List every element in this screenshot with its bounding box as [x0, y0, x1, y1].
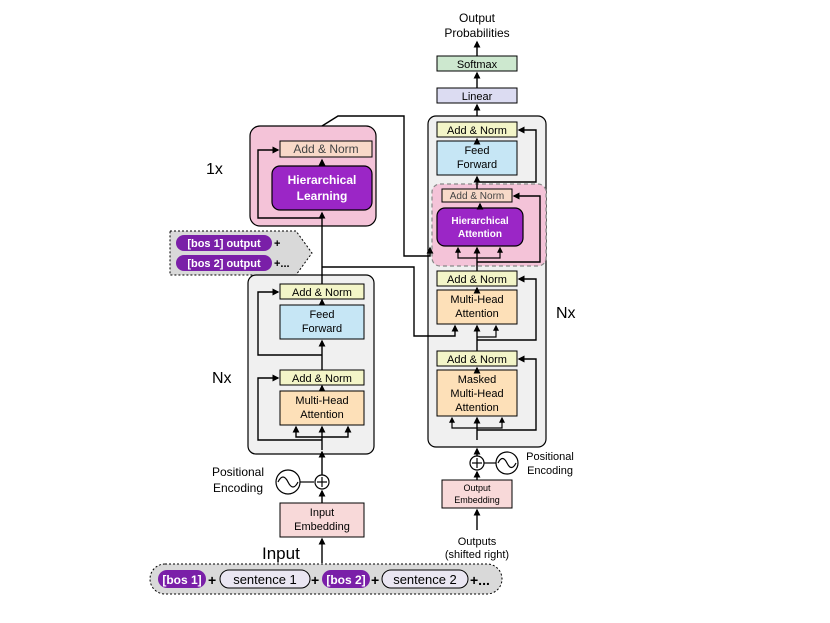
input-token-sentence2 [381, 569, 469, 589]
decoder-masked-attention [436, 369, 518, 417]
encoder-ff-label-1: Feed [309, 309, 334, 321]
decoder-masked-label-2: Multi-Head [450, 388, 503, 400]
input-embedding-label-1: Input [310, 507, 334, 519]
encoder-add-norm-bottom-label: Add & Norm [292, 373, 352, 385]
decoder-add-norm-1 [436, 121, 518, 138]
decoder-ff-label-1: Feed [464, 145, 489, 157]
encoder-mha-label-2: Attention [300, 409, 343, 421]
input-token-bos1-label: [bos 1] [162, 573, 201, 587]
input-embedding: Input Embedding [279, 502, 365, 563]
decoder-multi-head-attention [436, 289, 518, 325]
decoder-ff-label-2: Forward [457, 159, 497, 171]
output-embedding: Output Embedding Outputs (shifted right) [441, 479, 513, 561]
decoder-add-norm-1-label: Add & Norm [447, 125, 507, 137]
input-sequence: Input [bos 1] + sentence 1 + [bos 2] + s… [149, 544, 503, 595]
encoder-hierarchical-block: 1x Add & Norm Hierarchical Learning [206, 125, 377, 227]
output-embedding-label-2: Embedding [454, 495, 500, 505]
bos1-plus: + [274, 238, 280, 250]
output-probabilities-label-2: Probabilities [444, 26, 509, 40]
encoder-multi-head-attention [279, 390, 365, 426]
linear-label: Linear [462, 91, 493, 103]
encoder-hier-multiplier: 1x [206, 161, 223, 178]
hierarchical-attention-box [436, 207, 524, 247]
hierarchical-learning-label-2: Learning [297, 189, 348, 203]
input-token-bos1 [158, 570, 206, 588]
hierarchical-learning-label-1: Hierarchical [288, 173, 357, 187]
input-embedding-label-2: Embedding [294, 521, 350, 533]
decoder-masked-label-3: Attention [455, 402, 498, 414]
encoder-positional-encoding: Positional Encoding [212, 450, 330, 503]
softmax-label: Softmax [457, 59, 498, 71]
outputs-label-1: Outputs [458, 536, 497, 548]
decoder-head: Output Probabilities Softmax Linear [436, 11, 518, 122]
input-token-sentence2-label: sentence 2 [393, 572, 457, 587]
bos2-output-pill [176, 255, 272, 271]
bos1-output-pill [176, 235, 272, 251]
input-plus-3: + [371, 572, 379, 588]
decoder-stack: Nx Add & Norm Feed Forward Add & Norm Hi… [427, 115, 576, 448]
decoder-add-norm-2-label: Add & Norm [447, 274, 507, 286]
output-embedding-label-1: Output [463, 483, 491, 493]
encoder-pos-enc-label-2: Encoding [213, 481, 263, 495]
decoder-feed-forward [436, 140, 518, 176]
bos-outputs-callout: [bos 1] output + [bos 2] output +... [169, 230, 313, 276]
bos2-output-label: [bos 2] output [187, 258, 261, 270]
output-probabilities-label-1: Output [459, 11, 496, 25]
decoder-hier-add-norm-label: Add & Norm [450, 191, 504, 202]
encoder-pos-enc-label-1: Positional [212, 465, 264, 479]
input-token-bos2-label: [bos 2] [326, 573, 365, 587]
decoder-multiplier: Nx [556, 305, 576, 322]
bos1-output-label: [bos 1] output [187, 238, 261, 250]
hierarchical-attention-label-2: Attention [458, 229, 502, 240]
hierarchical-attention-label-1: Hierarchical [451, 216, 508, 227]
encoder-mha-label-1: Multi-Head [295, 395, 348, 407]
input-plus-1: + [208, 572, 216, 588]
decoder-mha-label-2: Attention [455, 308, 498, 320]
input-token-sentence1 [219, 569, 311, 589]
input-title: Input [262, 544, 300, 563]
decoder-pos-enc-label-2: Encoding [527, 465, 573, 477]
decoder-pos-enc-label-1: Positional [526, 451, 574, 463]
decoder-mha-label-1: Multi-Head [450, 294, 503, 306]
outputs-label-2: (shifted right) [445, 549, 509, 561]
input-ellipsis: +... [470, 572, 490, 588]
encoder-hier-add-norm-label: Add & Norm [293, 142, 358, 156]
input-token-sentence1-label: sentence 1 [233, 572, 297, 587]
decoder-positional-encoding: Positional Encoding [469, 447, 574, 480]
bos2-plus: +... [274, 258, 290, 270]
encoder-decoder-connections [321, 115, 459, 337]
encoder-hier-add-norm-box [279, 140, 373, 158]
encoder-ff-label-2: Forward [302, 323, 342, 335]
encoder-add-norm-top-label: Add & Norm [292, 287, 352, 299]
decoder-add-norm-3-label: Add & Norm [447, 354, 507, 366]
encoder-multiplier: Nx [212, 370, 232, 387]
input-token-bos2 [322, 570, 370, 588]
input-plus-2: + [311, 572, 319, 588]
encoder-stack: Nx Add & Norm Feed Forward Add & Norm Mu… [212, 274, 375, 455]
decoder-masked-label-1: Masked [458, 374, 497, 386]
